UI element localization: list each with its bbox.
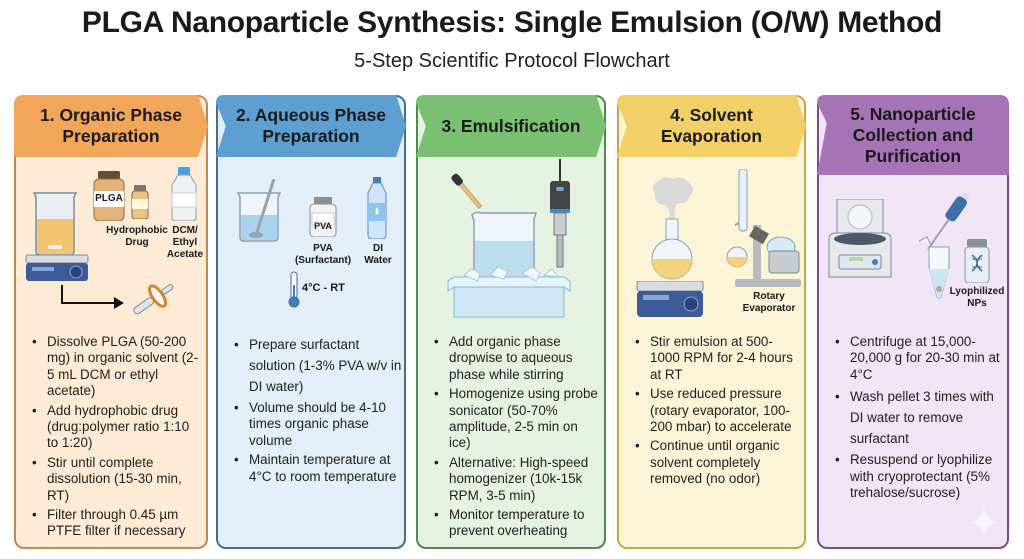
flask-with-vapor-icon xyxy=(651,177,693,280)
step-4-bullets: Stir emulsion at 500-1000 RPM for 2-4 ho… xyxy=(631,334,798,491)
step-3-panel: 3. Emulsification Add organic phase dr xyxy=(416,95,606,549)
bullet: Resuspend or lyophilize with cryoprotect… xyxy=(831,452,1001,501)
thermometer-icon xyxy=(288,271,300,308)
step-5-bullets: Centrifuge at 15,000-20,000 g for 20-30 … xyxy=(831,334,1001,504)
bullet: Add organic phase dropwise to aqueous ph… xyxy=(430,334,598,383)
step-3-bullets: Add organic phase dropwise to aqueous ph… xyxy=(430,334,598,543)
step-2-title-line-1: 2. Aqueous Phase xyxy=(235,105,387,125)
bullet: Volume should be 4-10 times organic phas… xyxy=(230,400,402,449)
centrifuge-icon xyxy=(828,199,892,278)
step-3-title: 3. Emulsification xyxy=(441,115,581,136)
pipette-icon xyxy=(927,192,970,250)
bullet: Alternative: High-speed homogenizer (10k… xyxy=(430,455,598,504)
step-5-title-line-2: Collection and xyxy=(852,124,974,145)
lyophilized-vial-icon xyxy=(964,239,990,283)
plga-jar-icon xyxy=(93,171,125,221)
bullet: Add hydrophobic drug (drug:polymer ratio… xyxy=(28,403,200,452)
bullet: Use reduced pressure (rotary evaporator,… xyxy=(631,386,798,435)
step-5-title-line-1: 5. Nanoparticle xyxy=(850,103,976,124)
bullet: Continue until organic solvent completel… xyxy=(631,438,798,487)
beaker-in-ice-bath-icon xyxy=(447,211,571,318)
bullet: Stir until complete dissolution (15-30 m… xyxy=(28,455,200,504)
beaker-with-stirrer-icon xyxy=(236,179,282,242)
hotplate-stirrer-icon xyxy=(636,281,704,317)
temperature-label: 4°C - RT xyxy=(302,282,345,294)
plga-jar-label: PLGA xyxy=(95,193,123,204)
bullet: Maintain temperature at 4°C to room temp… xyxy=(230,452,402,485)
bullet: Centrifuge at 15,000-20,000 g for 20-30 … xyxy=(831,334,1001,383)
solvent-bottle-icon xyxy=(171,167,197,221)
microtube-icon xyxy=(918,236,950,299)
bullet: Dissolve PLGA (50-200 mg) in organic sol… xyxy=(28,334,200,400)
bullet: Stir emulsion at 500-1000 RPM for 2-4 ho… xyxy=(631,334,798,383)
step-1-title-line-1: 1. Organic Phase xyxy=(39,105,182,125)
step-1-bullets: Dissolve PLGA (50-200 mg) in organic sol… xyxy=(28,334,200,543)
bullet: Prepare surfactant solution (1-3% PVA w/… xyxy=(230,334,402,397)
page-title: PLGA Nanoparticle Synthesis: Single Emul… xyxy=(81,6,943,39)
syringe-filter-icon xyxy=(133,284,174,315)
sparkle-icon xyxy=(969,507,999,537)
step-2-bullets: Prepare surfactant solution (1-3% PVA w/… xyxy=(230,334,402,488)
beaker-on-stirrer-icon xyxy=(25,192,89,281)
probe-sonicator-icon xyxy=(550,159,570,268)
step-4-title-line-1: 4. Solvent xyxy=(670,105,753,125)
water-bottle-icon xyxy=(367,177,387,239)
pva-jar-icon xyxy=(309,197,337,237)
drug-vial-icon xyxy=(131,185,149,219)
bullet: Wash pellet 3 times with DI water to rem… xyxy=(831,386,1001,449)
arrow-icon xyxy=(61,285,124,309)
bullet: Filter through 0.45 µm PTFE filter if ne… xyxy=(28,507,200,540)
step-2-title-line-2: Preparation xyxy=(262,126,360,146)
bullet: Homogenize using probe sonicator (50-70%… xyxy=(430,386,598,452)
bullet: Monitor temperature to prevent overheati… xyxy=(430,507,598,540)
step-5-title-line-3: Purification xyxy=(864,145,962,166)
step-3-header: 3. Emulsification xyxy=(416,95,606,157)
page-subtitle: 5-Step Scientific Protocol Flowchart xyxy=(354,50,670,72)
pva-label: PVA(Surfactant) xyxy=(294,243,352,266)
step-1-title-line-2: Preparation xyxy=(62,126,160,146)
pva-jar-label: PVA xyxy=(314,221,332,231)
rotary-evaporator-icon xyxy=(726,169,801,287)
step-4-title-line-2: Evaporation xyxy=(660,126,763,146)
